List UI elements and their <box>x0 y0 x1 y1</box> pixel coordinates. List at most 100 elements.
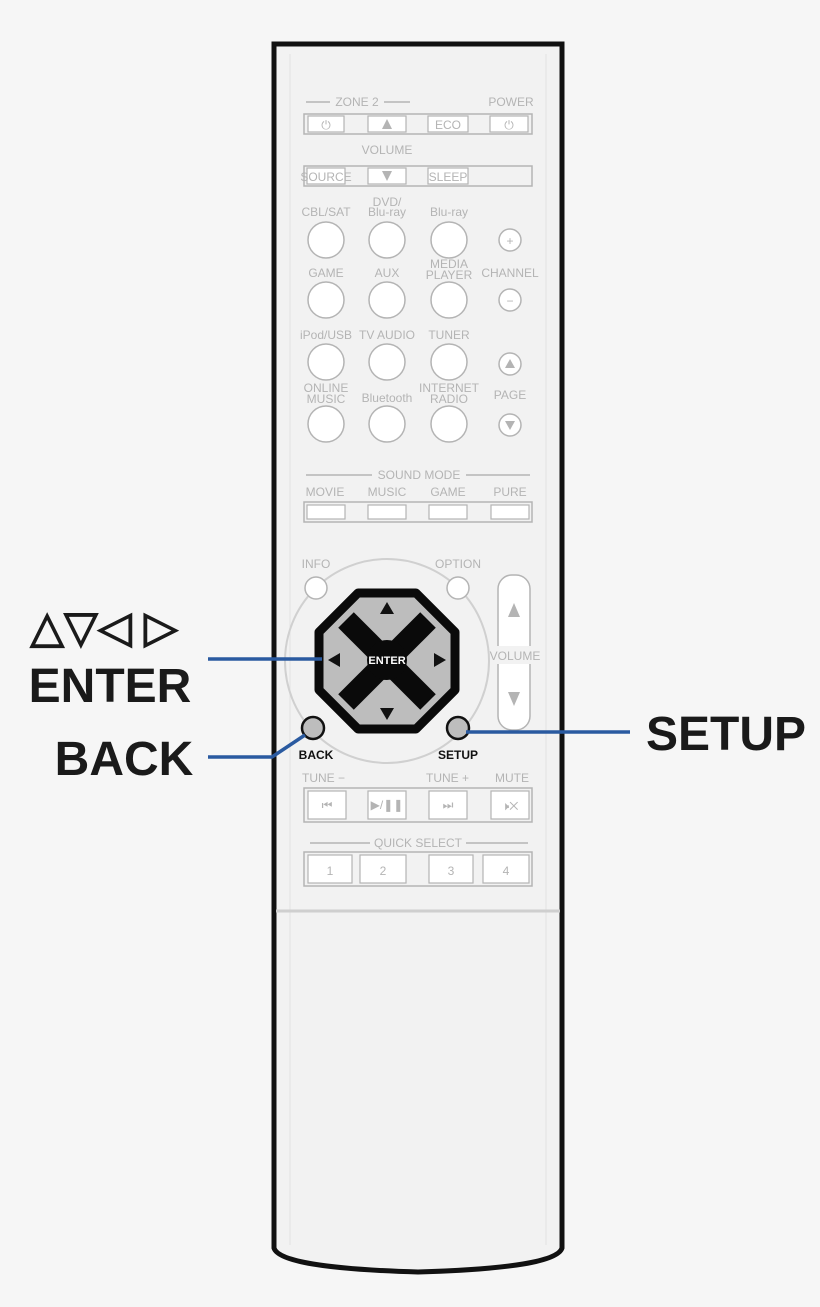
internet-label: INTERNET <box>419 381 480 395</box>
volume-up-icon <box>508 603 520 617</box>
ipod-usb-button[interactable] <box>307 343 345 381</box>
cursor-up-icon[interactable] <box>380 602 394 614</box>
back-button-label: BACK <box>299 748 334 762</box>
quick-select-4-button[interactable] <box>482 854 530 884</box>
back-callout: BACK <box>55 733 194 786</box>
zone2-power-button[interactable] <box>307 115 345 133</box>
volume-label: VOLUME <box>490 649 541 663</box>
dvd-label: DVD/ <box>373 195 402 209</box>
cursor-right-icon[interactable] <box>434 653 446 667</box>
skip-forward-icon: ⏭ <box>443 798 454 812</box>
aux-label: AUX <box>375 266 400 280</box>
power-button[interactable] <box>489 115 529 133</box>
setup-button-label: SETUP <box>438 748 478 762</box>
volume-down-icon <box>508 692 520 706</box>
game-button[interactable] <box>307 281 345 319</box>
online-label: ONLINE <box>304 381 349 395</box>
info-label: INFO <box>302 557 331 571</box>
tv-audio-button[interactable] <box>368 343 406 381</box>
play-pause-icon: ▶/❚❚ <box>371 798 404 812</box>
down-arrow-icon <box>382 171 392 181</box>
pure-label: PURE <box>493 485 526 499</box>
enter-button-label: ENTER <box>368 655 405 667</box>
next-button[interactable] <box>428 790 468 820</box>
radio-label: RADIO <box>430 392 468 406</box>
enter-button[interactable] <box>367 640 407 680</box>
quick-select-4-label: 4 <box>503 864 510 878</box>
quick-select-3-label: 3 <box>448 864 455 878</box>
sound-game-label: GAME <box>430 485 465 499</box>
tv-audio-label: TV AUDIO <box>359 328 415 342</box>
pure-button[interactable] <box>490 504 530 520</box>
cursor-left-icon[interactable] <box>328 653 340 667</box>
tuner-button[interactable] <box>430 343 468 381</box>
info-button[interactable] <box>304 576 328 600</box>
zone2-volume-label: VOLUME <box>362 143 413 157</box>
eco-button[interactable] <box>427 115 469 133</box>
power-label: POWER <box>488 95 534 109</box>
page-label: PAGE <box>494 388 526 402</box>
plus-icon: + <box>506 234 513 248</box>
sound-mode-label: SOUND MODE <box>378 468 461 482</box>
mute-button[interactable] <box>490 790 530 820</box>
dvd-bluray-button[interactable] <box>368 221 406 259</box>
movie-button[interactable] <box>306 504 346 520</box>
cbl-sat-label: CBL/SAT <box>301 205 351 219</box>
power-icon: ⏻ <box>321 118 331 132</box>
bluray-label: Blu-ray <box>430 205 468 219</box>
zone2-label: ZONE 2 <box>335 95 379 109</box>
quick-select-1-label: 1 <box>327 864 334 878</box>
online-music-label: MUSIC <box>307 392 346 406</box>
channel-down-button[interactable] <box>498 288 522 312</box>
quick-select-2-label: 2 <box>380 864 387 878</box>
game-label: GAME <box>308 266 343 280</box>
channel-label: CHANNEL <box>481 266 539 280</box>
media-player-button[interactable] <box>430 281 468 319</box>
cbl-sat-button[interactable] <box>307 221 345 259</box>
bluetooth-label: Bluetooth <box>362 391 413 405</box>
source-label: SOURCE <box>300 170 351 184</box>
online-music-button[interactable] <box>307 405 345 443</box>
setup-button[interactable] <box>445 715 471 741</box>
mute-label: MUTE <box>495 771 529 785</box>
eco-label: ECO <box>435 118 461 132</box>
player-label: PLAYER <box>426 268 473 282</box>
quick-select-label: QUICK SELECT <box>374 836 463 850</box>
play-pause-button[interactable] <box>367 790 407 820</box>
game-mode-button[interactable] <box>428 504 468 520</box>
arrow-keys-callout: △▽◁ ▷ <box>29 603 180 652</box>
option-button[interactable] <box>446 576 470 600</box>
tune-minus-label: TUNE − <box>302 771 345 785</box>
source-button[interactable] <box>306 167 346 185</box>
back-callout-line <box>208 733 306 759</box>
up-arrow-icon <box>382 119 392 129</box>
quick-select-3-button[interactable] <box>428 854 474 884</box>
dvd-bluray-label: Blu-ray <box>368 205 406 219</box>
media-label: MEDIA <box>430 257 468 271</box>
movie-label: MOVIE <box>306 485 345 499</box>
music-button[interactable] <box>367 504 407 520</box>
option-label: OPTION <box>435 557 481 571</box>
ipod-usb-label: iPod/USB <box>300 328 352 342</box>
bluetooth-button[interactable] <box>368 405 406 443</box>
setup-callout: SETUP <box>646 708 806 761</box>
internet-radio-button[interactable] <box>430 405 468 443</box>
page-up-icon <box>505 359 515 368</box>
back-button[interactable] <box>300 715 326 741</box>
sleep-button[interactable] <box>427 167 469 185</box>
music-label: MUSIC <box>368 485 407 499</box>
prev-button[interactable] <box>307 790 347 820</box>
cursor-down-icon[interactable] <box>380 708 394 720</box>
minus-icon: − <box>506 294 513 308</box>
quick-select-1-button[interactable] <box>307 854 353 884</box>
sleep-label: SLEEP <box>429 170 468 184</box>
power-icon: ⏻ <box>504 118 514 132</box>
tuner-label: TUNER <box>428 328 470 342</box>
skip-back-icon: ⏮ <box>322 798 333 812</box>
aux-button[interactable] <box>368 281 406 319</box>
mute-icon: 🕨✕ <box>502 799 519 813</box>
channel-up-button[interactable] <box>498 228 522 252</box>
tune-plus-label: TUNE + <box>426 771 469 785</box>
quick-select-2-button[interactable] <box>359 854 407 884</box>
bluray-button[interactable] <box>430 221 468 259</box>
